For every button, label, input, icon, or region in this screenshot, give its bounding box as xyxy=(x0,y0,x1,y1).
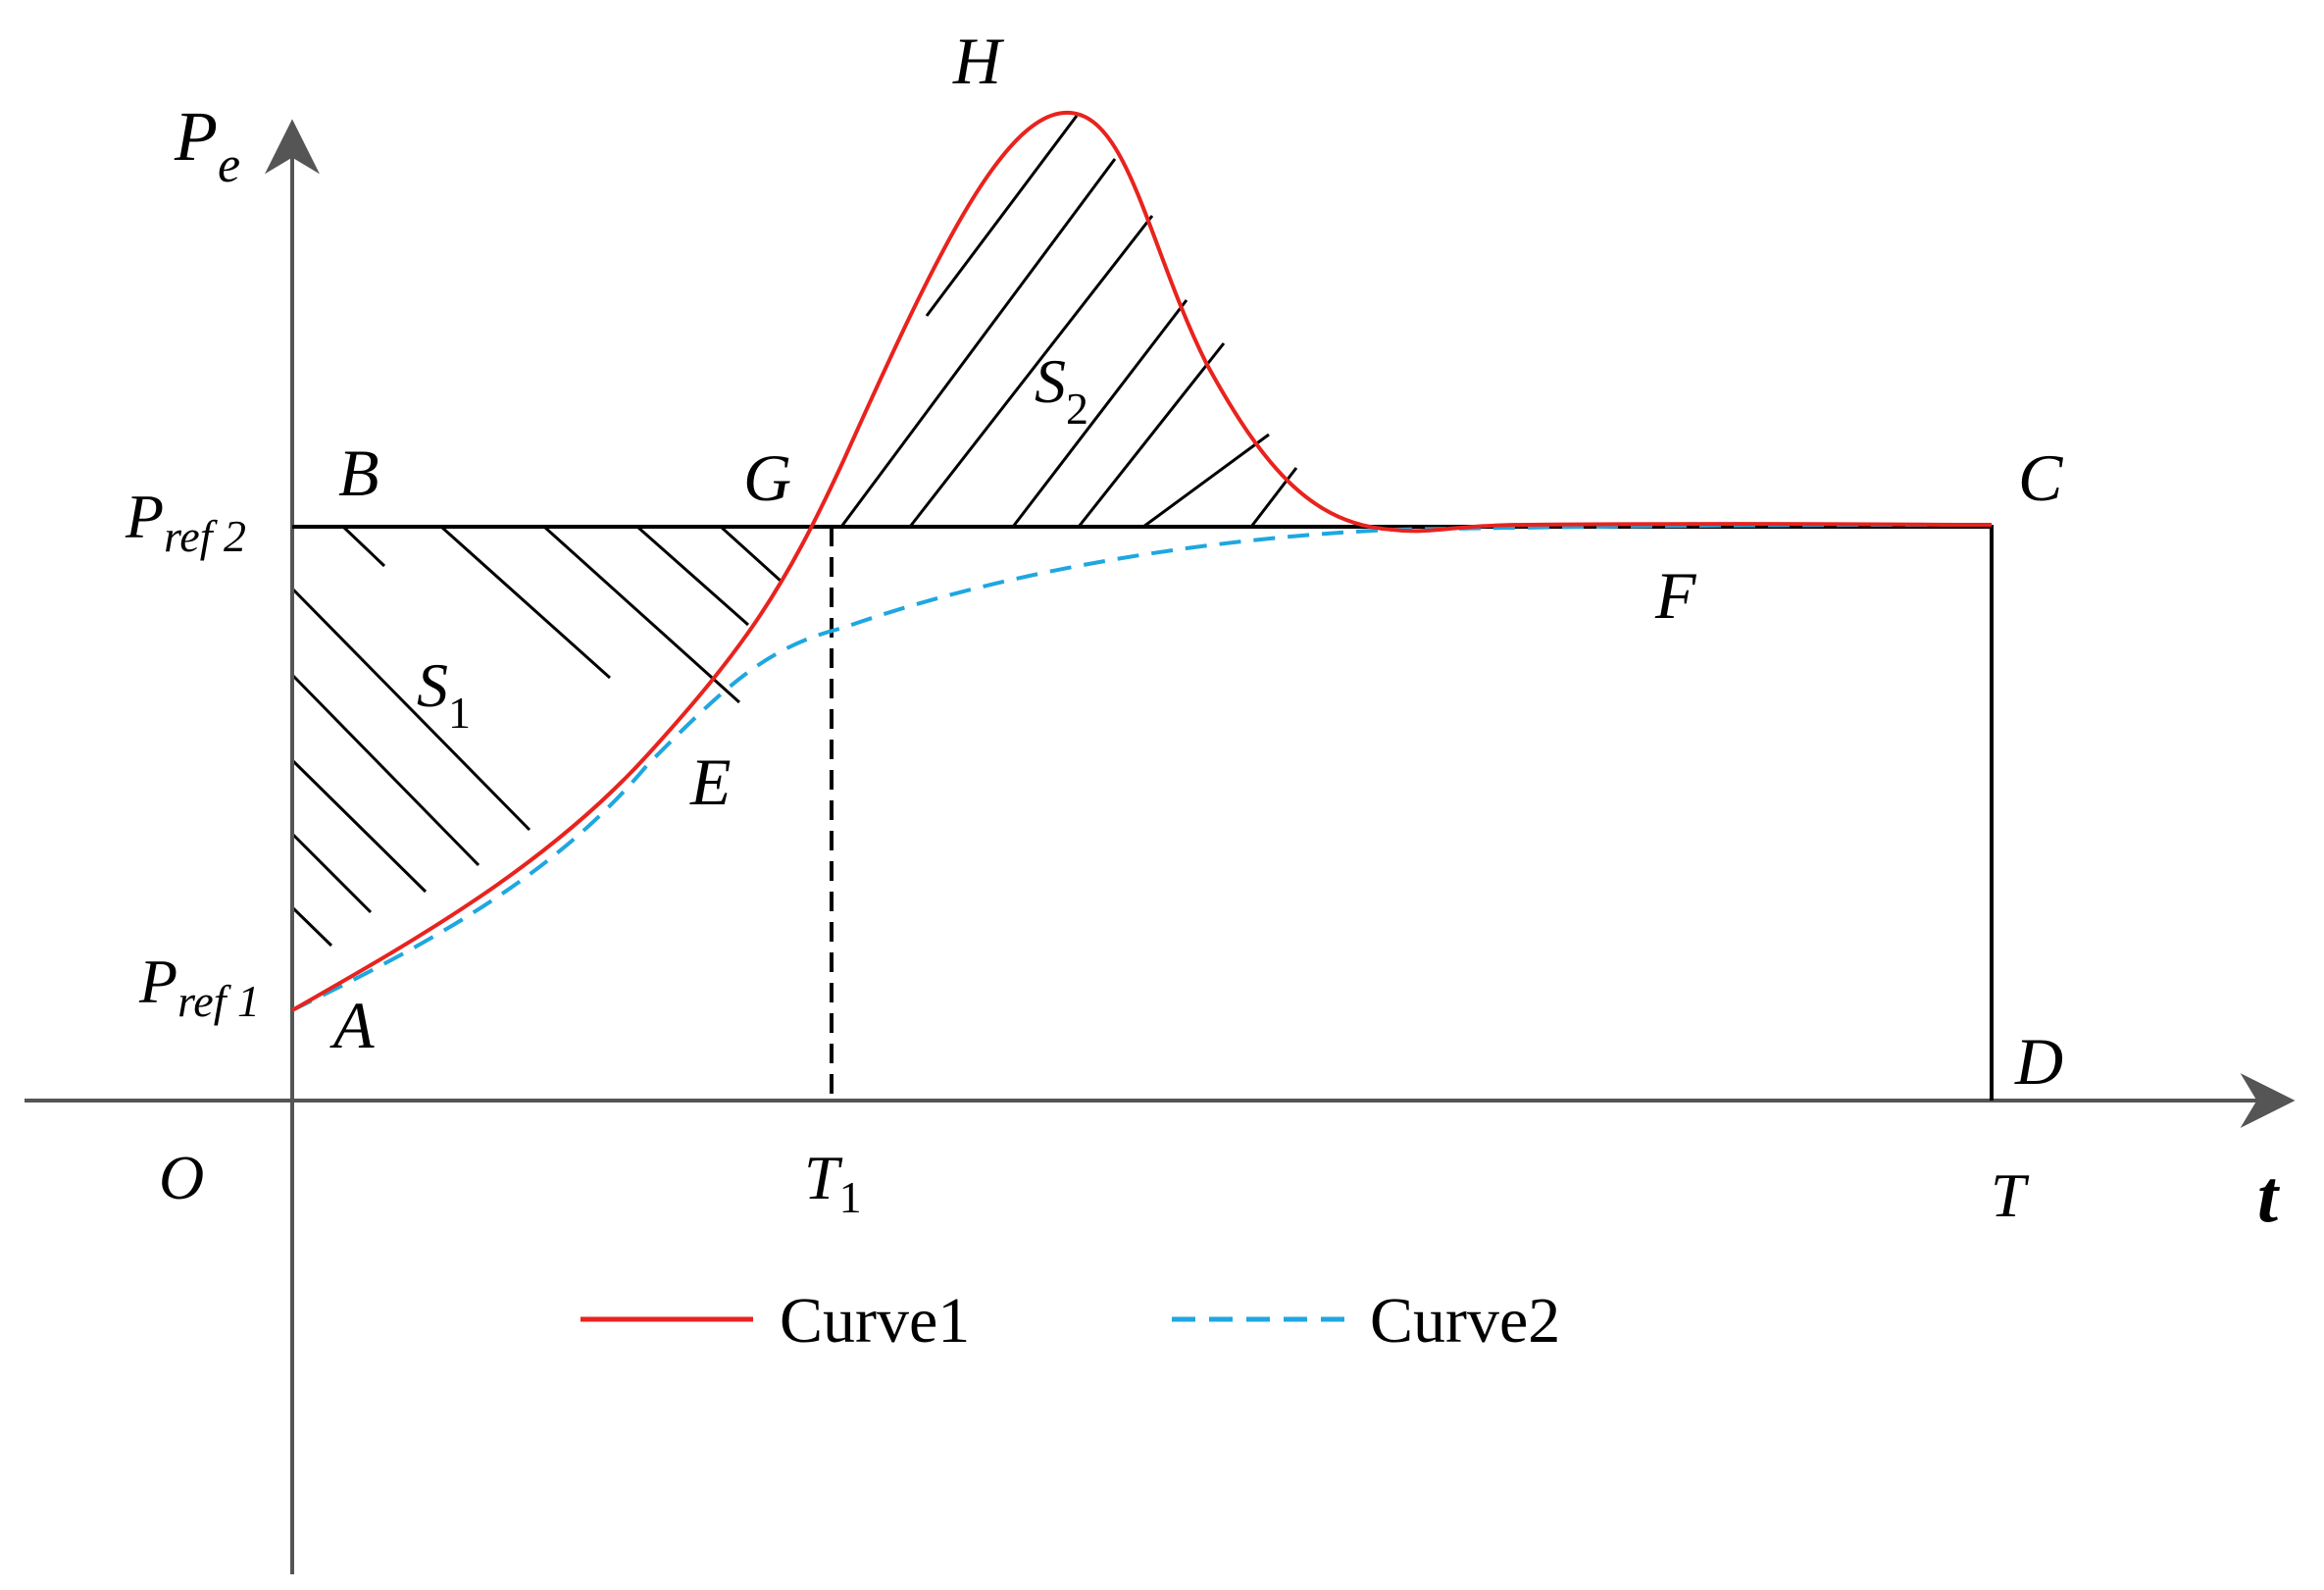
point-h-label: H xyxy=(952,24,1005,98)
point-b-label: B xyxy=(338,436,379,510)
origin-label: O xyxy=(159,1143,204,1212)
reference-frame xyxy=(292,525,1994,1101)
legend: Curve1 Curve2 xyxy=(581,1285,1560,1357)
point-g-label: G xyxy=(743,440,791,515)
pref1-label: Pref 1 xyxy=(138,947,260,1026)
curve1 xyxy=(291,110,1993,1012)
point-a-label: A xyxy=(329,988,375,1062)
s1-hatch xyxy=(290,525,783,948)
point-c-label: C xyxy=(2018,440,2063,515)
curve2 xyxy=(291,523,1993,1012)
x-axis-label: t xyxy=(2257,1155,2281,1238)
y-axis-label: Pe xyxy=(174,97,240,193)
point-e-label: E xyxy=(689,744,732,819)
pref2-label: Pref 2 xyxy=(125,482,246,561)
legend-curve1-label: Curve1 xyxy=(780,1285,970,1357)
s2-label: S2 xyxy=(1035,346,1088,434)
s2-hatch xyxy=(839,115,1298,529)
point-f-label: F xyxy=(1654,558,1697,633)
point-d-label: D xyxy=(2014,1024,2063,1099)
t-end-label: T xyxy=(1991,1160,2030,1230)
legend-curve2-label: Curve2 xyxy=(1370,1285,1560,1357)
t1-label: T1 xyxy=(804,1143,862,1222)
s1-label: S1 xyxy=(417,650,471,738)
